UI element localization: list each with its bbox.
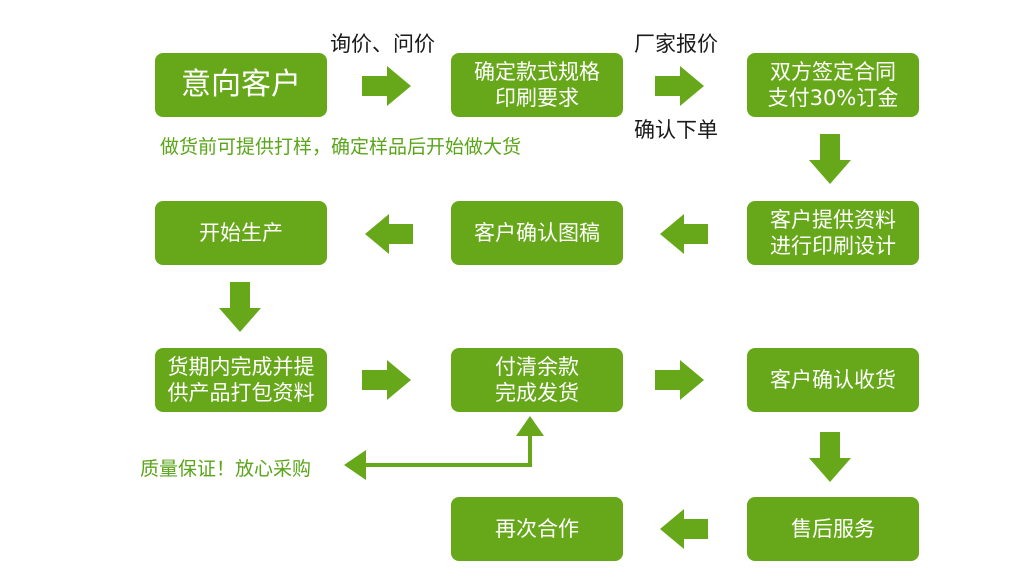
note-sample: 做货前可提供打样，确定样品后开始做大货 — [160, 136, 522, 158]
step-intent-customer: 意向客户 — [155, 53, 327, 117]
arrow-down-3 — [809, 432, 851, 482]
step-pay-ship: 付清余款 完成发货 — [451, 348, 623, 412]
step-provide-materials: 客户提供资料 进行印刷设计 — [747, 201, 919, 265]
arrow-left-quality — [344, 450, 366, 480]
step-cooperate-again: 再次合作 — [451, 497, 623, 561]
arrow-left-1 — [660, 214, 708, 254]
note-quality: 质量保证！放心采购 — [140, 458, 312, 480]
arrow-right-2 — [655, 66, 704, 106]
arrow-down-2 — [219, 282, 261, 332]
step-confirm-draft: 客户确认图稿 — [451, 201, 623, 265]
step-after-sales: 售后服务 — [747, 497, 919, 561]
step-start-production: 开始生产 — [155, 201, 327, 265]
arrow-left-3 — [660, 509, 708, 549]
label-inquiry: 询价、问价 — [330, 32, 435, 56]
arrow-right-1 — [362, 66, 411, 106]
label-factory-quote: 厂家报价 — [634, 32, 718, 56]
step-sign-contract: 双方签定合同 支付30%订金 — [747, 53, 919, 117]
arrow-right-4 — [655, 360, 704, 400]
label-confirm-order: 确认下单 — [634, 118, 718, 142]
arrow-right-3 — [362, 360, 411, 400]
step-complete-packaging: 货期内完成并提 供产品打包资料 — [155, 348, 327, 412]
arrow-left-2 — [365, 214, 413, 254]
step-confirm-receipt: 客户确认收货 — [747, 348, 919, 412]
step-confirm-spec: 确定款式规格 印刷要求 — [451, 53, 623, 117]
arrow-down-1 — [809, 134, 851, 184]
arrow-up-quality — [516, 416, 544, 436]
